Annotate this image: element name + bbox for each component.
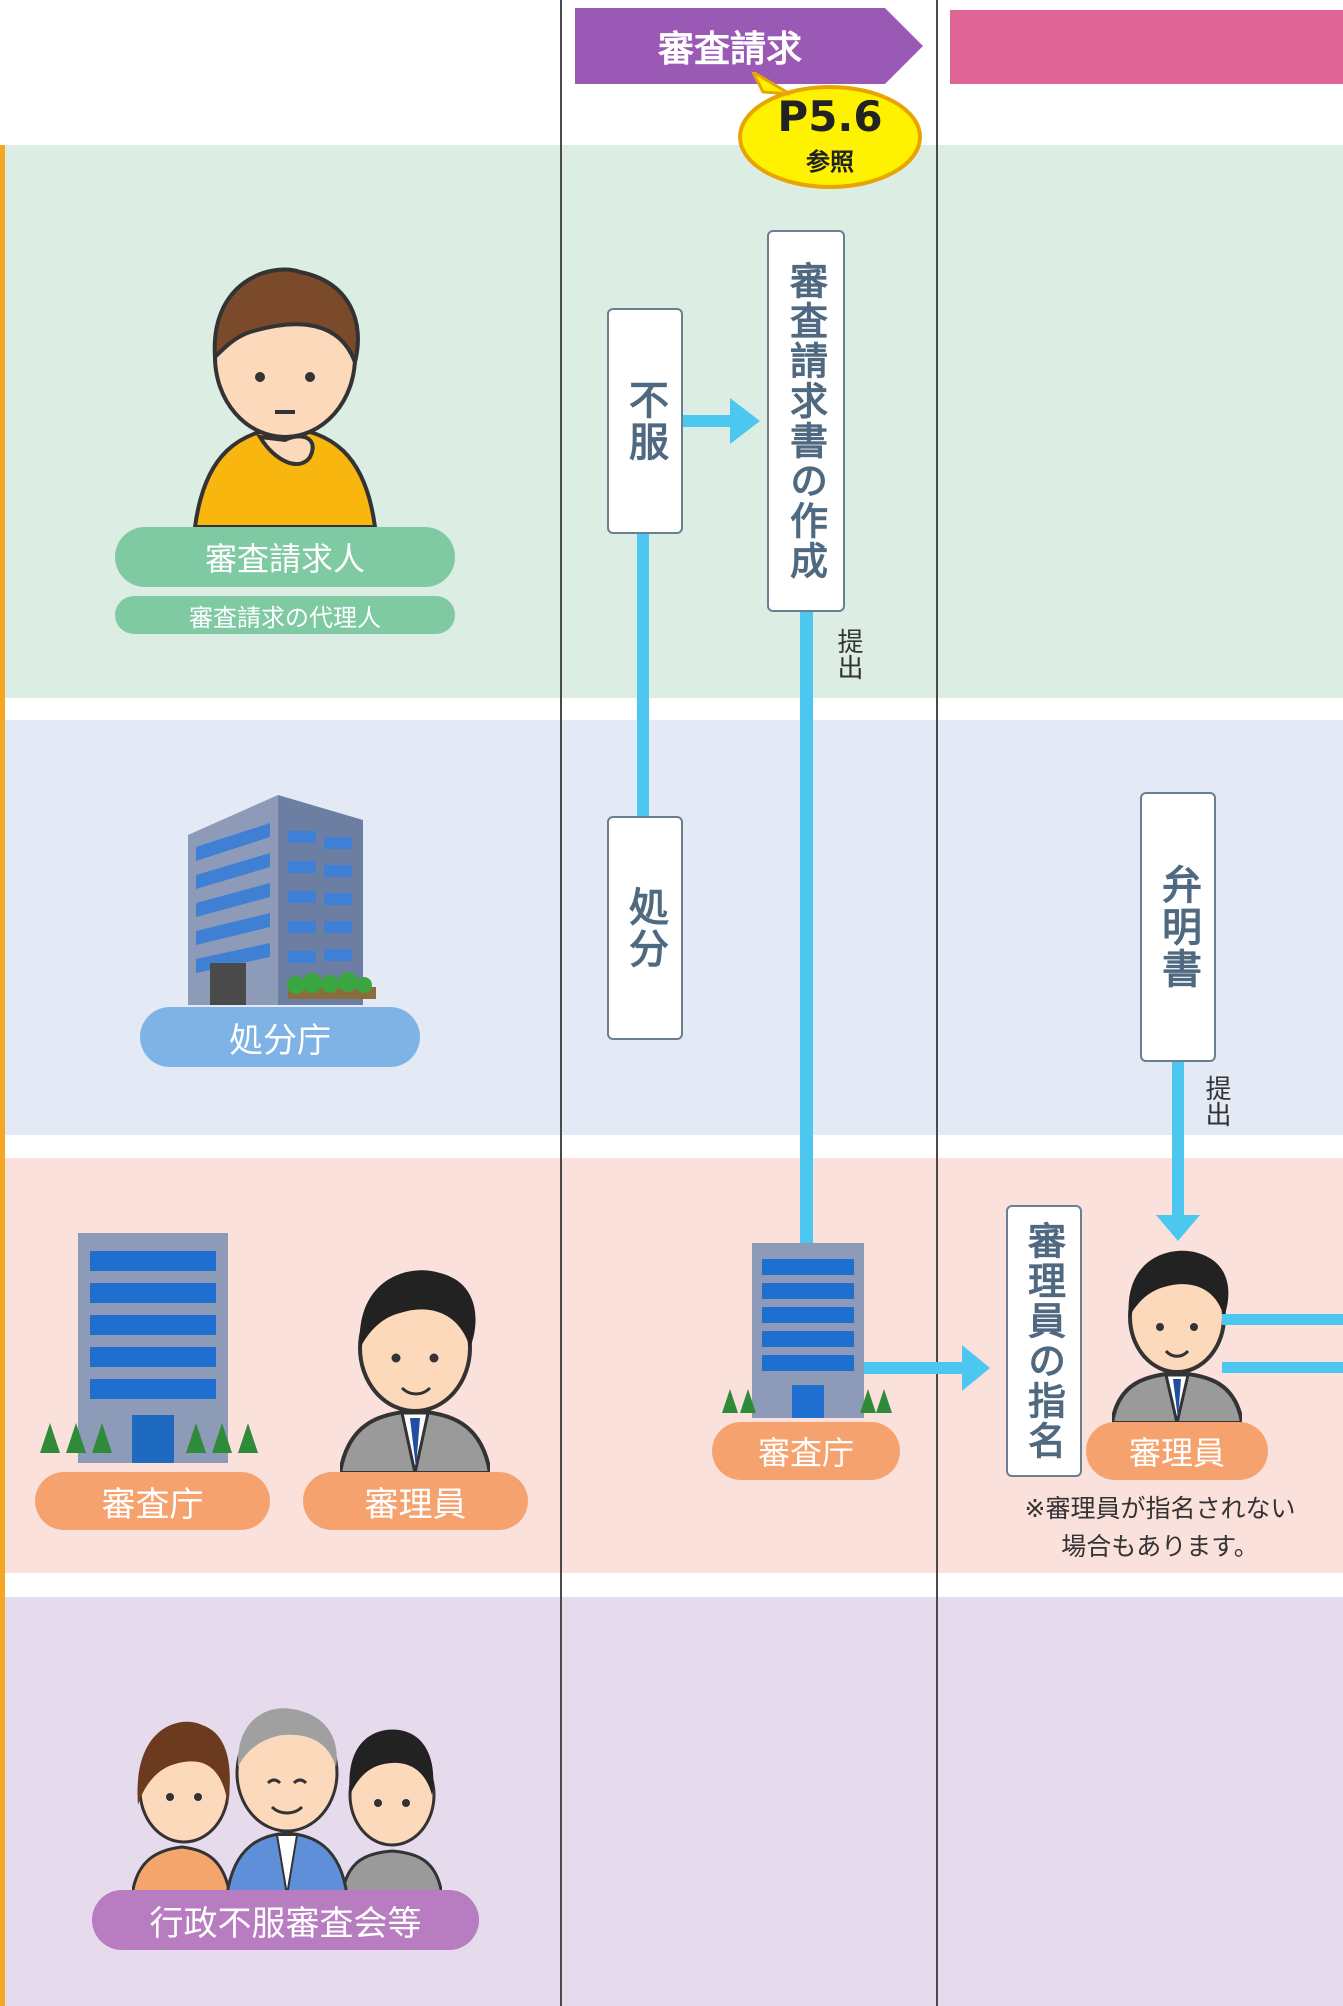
- submit-label-1: 提出: [833, 628, 863, 680]
- reference-badge-main[interactable]: P5.6: [777, 92, 883, 141]
- column-divider-2: [936, 0, 938, 2006]
- objection-to-document-arrow-shaft: [683, 415, 733, 427]
- examiner-person-icon: [340, 1270, 490, 1473]
- agency-to-appointment-arrow-shaft: [864, 1362, 964, 1374]
- agency-label: 処分庁: [140, 1007, 420, 1067]
- left-accent: [0, 145, 5, 2006]
- document-submit-line: [800, 612, 813, 1248]
- council-label: 行政不服審査会等: [92, 1890, 479, 1950]
- requester-person-icon: [192, 267, 378, 527]
- examiner-note-line1: ※審理員が指名されない: [1024, 1494, 1296, 1523]
- stage1-title: 審査請求: [657, 29, 802, 70]
- reference-badge-sub: 参照: [806, 148, 854, 176]
- submit-label-2: 提出: [1201, 1075, 1231, 1127]
- disposition-box: 処分: [607, 816, 683, 1040]
- column-divider-1: [560, 0, 562, 2006]
- examiner-out-line-2: [1222, 1362, 1343, 1373]
- objection-to-disposition-line: [637, 534, 649, 816]
- objection-box: 不服: [607, 308, 683, 534]
- examiner-note-line2: 場合もあります。: [1061, 1532, 1259, 1561]
- requester-agent-label: 審査請求の代理人: [115, 596, 455, 634]
- review-agency-building-icon: [40, 1233, 258, 1463]
- document-creation-box: 審査請求書の作成: [767, 230, 845, 612]
- council-group-icon: [132, 1708, 442, 1895]
- flow-review-agency-building-icon: [722, 1243, 892, 1418]
- explanation-submit-line: [1172, 1062, 1184, 1217]
- reference-badge-bubble: [738, 72, 922, 189]
- examiner-appointment-box: 審理員の指名: [1006, 1205, 1082, 1477]
- flow-examiner-person-icon: [1112, 1250, 1242, 1423]
- stage1-arrow: [575, 8, 923, 84]
- stage2-bar: [950, 10, 1343, 84]
- agency-building-icon: [188, 795, 376, 1005]
- explanation-submit-arrow-head: [1156, 1215, 1200, 1241]
- review-agency-label: 審査庁: [35, 1472, 270, 1530]
- agency-to-appointment-arrow-head: [962, 1345, 990, 1391]
- examiner-out-line-1: [1222, 1314, 1343, 1325]
- examiner-label: 審理員: [303, 1472, 528, 1530]
- requester-label: 審査請求人: [115, 527, 455, 587]
- written-explanation-box: 弁明書: [1140, 792, 1216, 1062]
- flow-examiner-label: 審理員: [1086, 1422, 1268, 1480]
- objection-to-document-arrow-head: [730, 398, 760, 444]
- flow-review-agency-label: 審査庁: [712, 1422, 900, 1480]
